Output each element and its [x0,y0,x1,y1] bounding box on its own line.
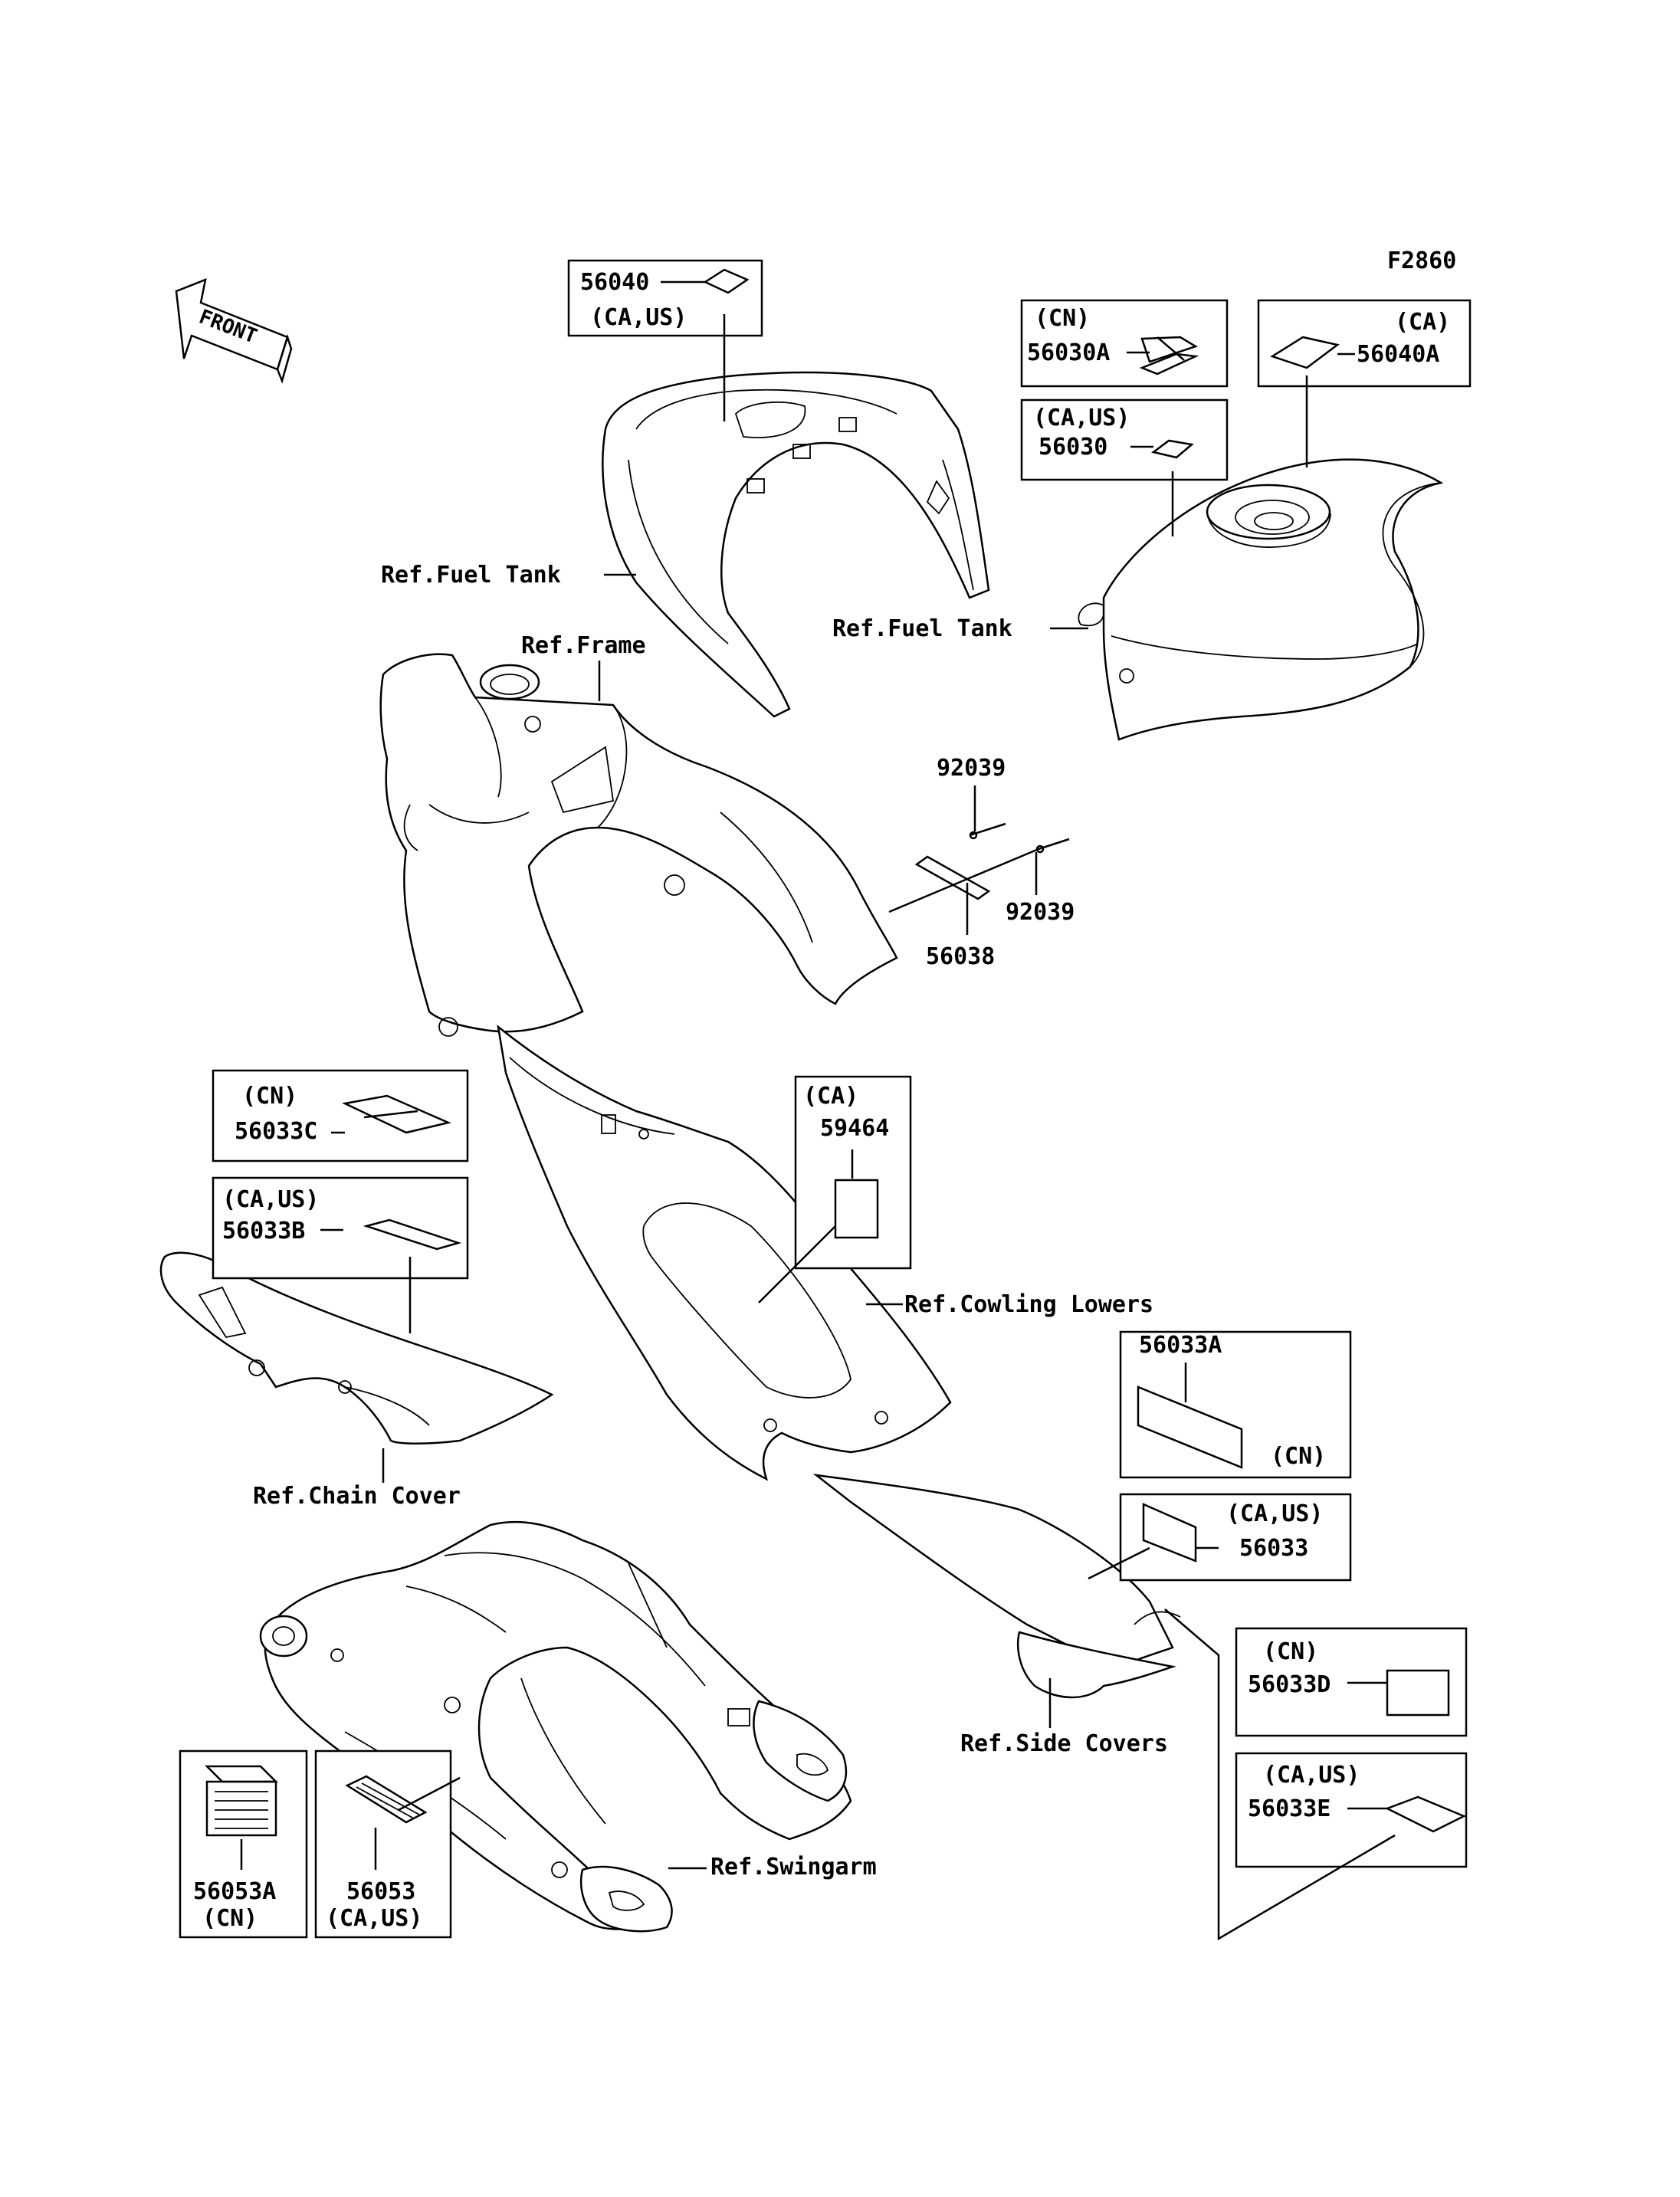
fuel-tank-drawing [1078,458,1444,741]
part-number: 56033 [1239,1535,1308,1562]
part-number-92039-a: 92039 [937,755,1006,782]
frame-drawing [379,653,898,1037]
market-code: (CA) [803,1083,858,1110]
ref-cowling-lowers: Ref.Cowling Lowers [904,1291,1153,1318]
callout-56033: (CA,US) 56033 [1088,1493,1352,1582]
part-number: 56053A [193,1878,276,1905]
cowling-lower-drawing [497,1024,952,1481]
part-number: 56053 [346,1878,415,1905]
ref-side-covers: Ref.Side Covers [960,1730,1168,1757]
chain-cover-drawing [159,1251,554,1444]
ref-fuel-tank-left: Ref.Fuel Tank [381,562,561,589]
part-number-56038: 56038 [926,943,995,970]
callout-56053: 56053 (CA,US) [314,1749,461,1939]
market-code: (CA,US) [222,1186,319,1213]
callout-56033B: (CA,US) 56033B [212,1176,469,1333]
callout-56030: (CA,US) 56030 [1020,398,1229,536]
side-cover-drawing [812,1474,1181,1699]
callout-56033D: (CN) 56033D [1235,1627,1468,1737]
front-arrow-icon: FRONT [175,277,293,384]
callout-56033C: (CN) 56033C [212,1069,469,1162]
part-number: 59464 [820,1115,889,1142]
callout-56040A: (CA) 56040A [1257,299,1472,467]
market-code: (CN) [1035,305,1090,332]
part-number: 56033A [1139,1332,1222,1359]
market-code: (CA,US) [1033,405,1130,431]
swingarm-drawing [259,1520,852,1933]
callout-56033E: (CA,US) 56033E [1164,1608,1468,1941]
part-number: 56030A [1027,339,1110,366]
market-code: (CN) [1263,1638,1318,1665]
market-code: (CN) [242,1083,297,1110]
callout-56033A: 56033A (CN) [1119,1330,1352,1479]
part-number: 56040 [580,269,649,296]
market-code: (CA,US) [326,1905,422,1932]
market-code: (CN) [202,1905,258,1932]
ref-fuel-tank-right: Ref.Fuel Tank [832,615,1012,642]
ref-swingarm: Ref.Swingarm [710,1854,877,1881]
part-number: 56030 [1039,434,1107,461]
fuel-tank-cover-drawing [602,371,990,718]
market-code: (CA,US) [1226,1500,1323,1527]
part-number: 56033B [222,1218,305,1244]
part-number: 56033E [1248,1795,1331,1822]
market-code: (CA,US) [1263,1762,1360,1789]
part-number: 56040A [1357,341,1439,368]
market-code: (CA) [1395,309,1450,336]
callout-56053A: 56053A (CN) [179,1749,308,1939]
figure-code: F2860 [1387,248,1456,274]
ref-chain-cover: Ref.Chain Cover [253,1483,461,1510]
market-code: (CN) [1271,1443,1326,1470]
callout-59464: (CA) 59464 [758,1075,912,1303]
market-code: (CA,US) [590,304,687,331]
part-number-92039-b: 92039 [1006,899,1075,926]
callout-56040: 56040 (CA,US) [567,259,763,421]
part-number: 56033C [235,1118,317,1145]
callout-56030A: (CN) 56030A [1020,299,1229,388]
ref-frame: Ref.Frame [521,632,646,659]
callout-92039-56038: 92039 92039 56038 [888,755,1075,970]
part-number: 56033D [1248,1671,1331,1698]
